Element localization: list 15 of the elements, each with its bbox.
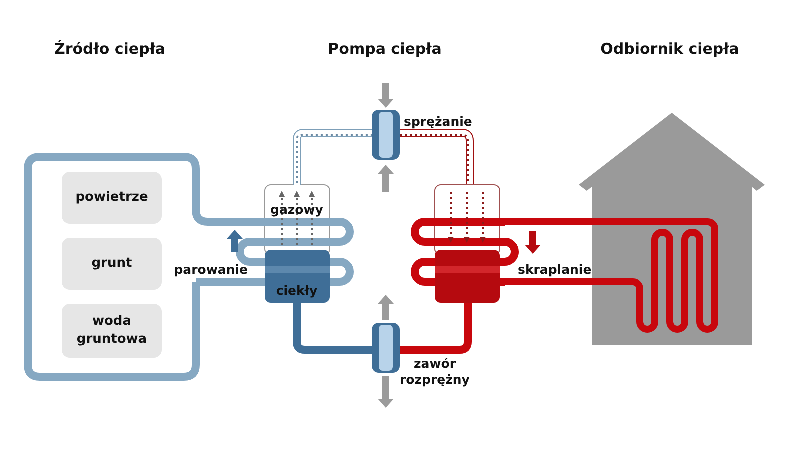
state-label: gazowy — [270, 202, 324, 218]
state-label: ciekły — [275, 283, 319, 300]
source-name: grunt — [92, 255, 132, 273]
section-heading: Odbiornik ciepła — [600, 40, 740, 60]
section-heading: Źródło ciepła — [53, 40, 167, 60]
source-box — [62, 238, 162, 290]
source-name: powietrze — [76, 189, 148, 207]
source-box — [62, 172, 162, 224]
process-label: skraplanie — [518, 262, 593, 278]
process-label: parowanie — [173, 262, 248, 278]
source-box — [62, 304, 162, 358]
section-heading: Pompa ciepła — [327, 40, 443, 60]
source-name: woda gruntowa — [76, 313, 148, 349]
component-label: zawór rozprężny — [400, 356, 470, 388]
process-label: sprężanie — [404, 114, 474, 130]
